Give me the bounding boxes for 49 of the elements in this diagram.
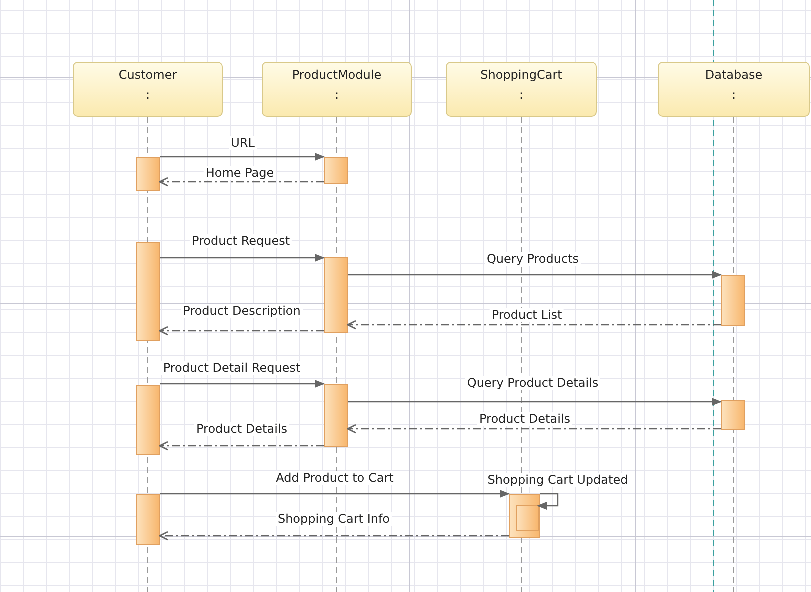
activation-bar	[324, 257, 348, 333]
message-label: Product Details	[478, 412, 572, 426]
activation-bar	[509, 494, 540, 538]
activation-bar	[324, 384, 348, 447]
message-arrow	[160, 254, 325, 262]
activation-bar	[721, 275, 745, 326]
message-arrow	[160, 490, 510, 498]
message-arrow	[160, 380, 325, 388]
object-name: Database	[704, 67, 764, 83]
message-arrow	[348, 271, 722, 279]
return-message-arrow	[159, 531, 509, 541]
lifeline-header	[73, 62, 223, 117]
message-label: Add Product to Cart	[274, 471, 396, 485]
instance-label: :	[518, 87, 525, 103]
lifeline-header	[262, 62, 412, 117]
return-message-arrow	[347, 424, 721, 434]
message-label: Product Request	[190, 234, 292, 248]
message-arrow	[537, 493, 559, 510]
return-message-arrow	[159, 177, 324, 187]
return-message-arrow	[347, 320, 721, 330]
message-label: Shopping Cart Info	[276, 512, 392, 526]
message-label: Product Detail Request	[161, 361, 303, 375]
lifeline-header	[658, 62, 810, 117]
return-message-arrow	[159, 326, 324, 336]
object-name: Customer	[118, 67, 178, 83]
message-arrow	[348, 398, 722, 406]
message-label: Home Page	[204, 166, 276, 180]
activation-bar	[721, 400, 745, 430]
lifeline-header	[446, 62, 597, 117]
message-label: Query Product Details	[465, 376, 601, 390]
activation-bar	[136, 385, 160, 455]
activation-bar	[136, 242, 160, 341]
object-name: ProductModule	[291, 67, 383, 83]
activation-bar	[324, 157, 348, 184]
message-label: Product Details	[194, 422, 290, 436]
message-label: Shopping Cart Updated	[486, 473, 630, 487]
activation-bar	[136, 157, 160, 191]
instance-label: :	[144, 87, 152, 103]
message-label: Product Description	[181, 304, 303, 318]
instance-label: :	[730, 87, 738, 103]
message-label: URL	[229, 136, 257, 150]
object-name: ShoppingCart	[480, 67, 564, 83]
activation-bar	[516, 505, 539, 531]
message-label: Product List	[490, 308, 564, 322]
activation-bar	[136, 494, 160, 545]
message-label: Query Products	[484, 252, 582, 266]
message-arrow	[160, 153, 325, 161]
return-message-arrow	[159, 441, 324, 451]
instance-label: :	[334, 87, 340, 103]
